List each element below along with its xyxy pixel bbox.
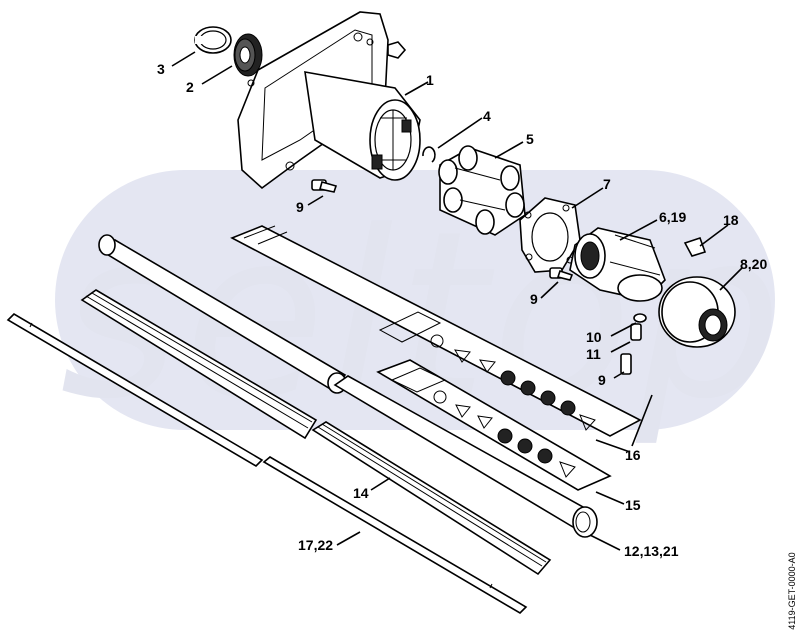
document-id: 4119-GET-0000-A0	[786, 552, 798, 629]
circlip-part	[422, 146, 436, 163]
callout-6-19: 6,19	[659, 209, 686, 225]
callout-17-22: 17,22	[298, 537, 333, 553]
clamp-part	[569, 227, 666, 302]
protective-cap-part	[658, 276, 736, 348]
retaining-ring-part	[194, 26, 232, 54]
callout-10: 10	[586, 329, 602, 345]
screw-part-top	[311, 179, 338, 193]
drive-tube-lower-part	[333, 375, 598, 538]
callout-9b: 9	[530, 291, 538, 307]
callout-18: 18	[723, 212, 739, 228]
washer-part	[633, 313, 647, 323]
callout-9c: 9	[598, 372, 606, 388]
callout-4: 4	[483, 108, 491, 124]
callout-12-13-21: 12,13,21	[624, 543, 679, 559]
screw-part-low	[620, 353, 632, 375]
screw-part-mid	[549, 267, 574, 281]
small-clip-part	[683, 236, 707, 257]
callout-14: 14	[353, 485, 369, 501]
callout-5: 5	[526, 131, 534, 147]
callout-16: 16	[625, 447, 641, 463]
drive-shaft-part	[6, 312, 528, 615]
clutch-housing-part	[237, 11, 421, 190]
callout-1: 1	[426, 72, 434, 88]
warning-label-15	[376, 359, 612, 491]
leader-lines	[171, 51, 743, 551]
callout-11: 11	[586, 346, 601, 362]
callout-7: 7	[603, 176, 611, 192]
callout-3: 3	[157, 61, 165, 77]
callouts: 3 2 1 4 5 9 7 6,19 18 8,20 9 10 11 9 16 …	[157, 61, 767, 559]
callout-15: 15	[625, 497, 641, 513]
rubber-damper-part	[438, 145, 526, 236]
warning-label-16	[230, 225, 642, 437]
liner-upper-part	[80, 289, 318, 440]
gasket-part	[519, 197, 581, 273]
liner-lower-part	[311, 421, 552, 576]
callout-2: 2	[186, 79, 194, 95]
screw-part-short	[630, 323, 642, 341]
document-id-text: 4119-GET-0000-A0	[787, 552, 797, 630]
callout-9a: 9	[296, 199, 304, 215]
ball-bearing-part	[233, 33, 263, 77]
callout-8-20: 8,20	[740, 256, 767, 272]
